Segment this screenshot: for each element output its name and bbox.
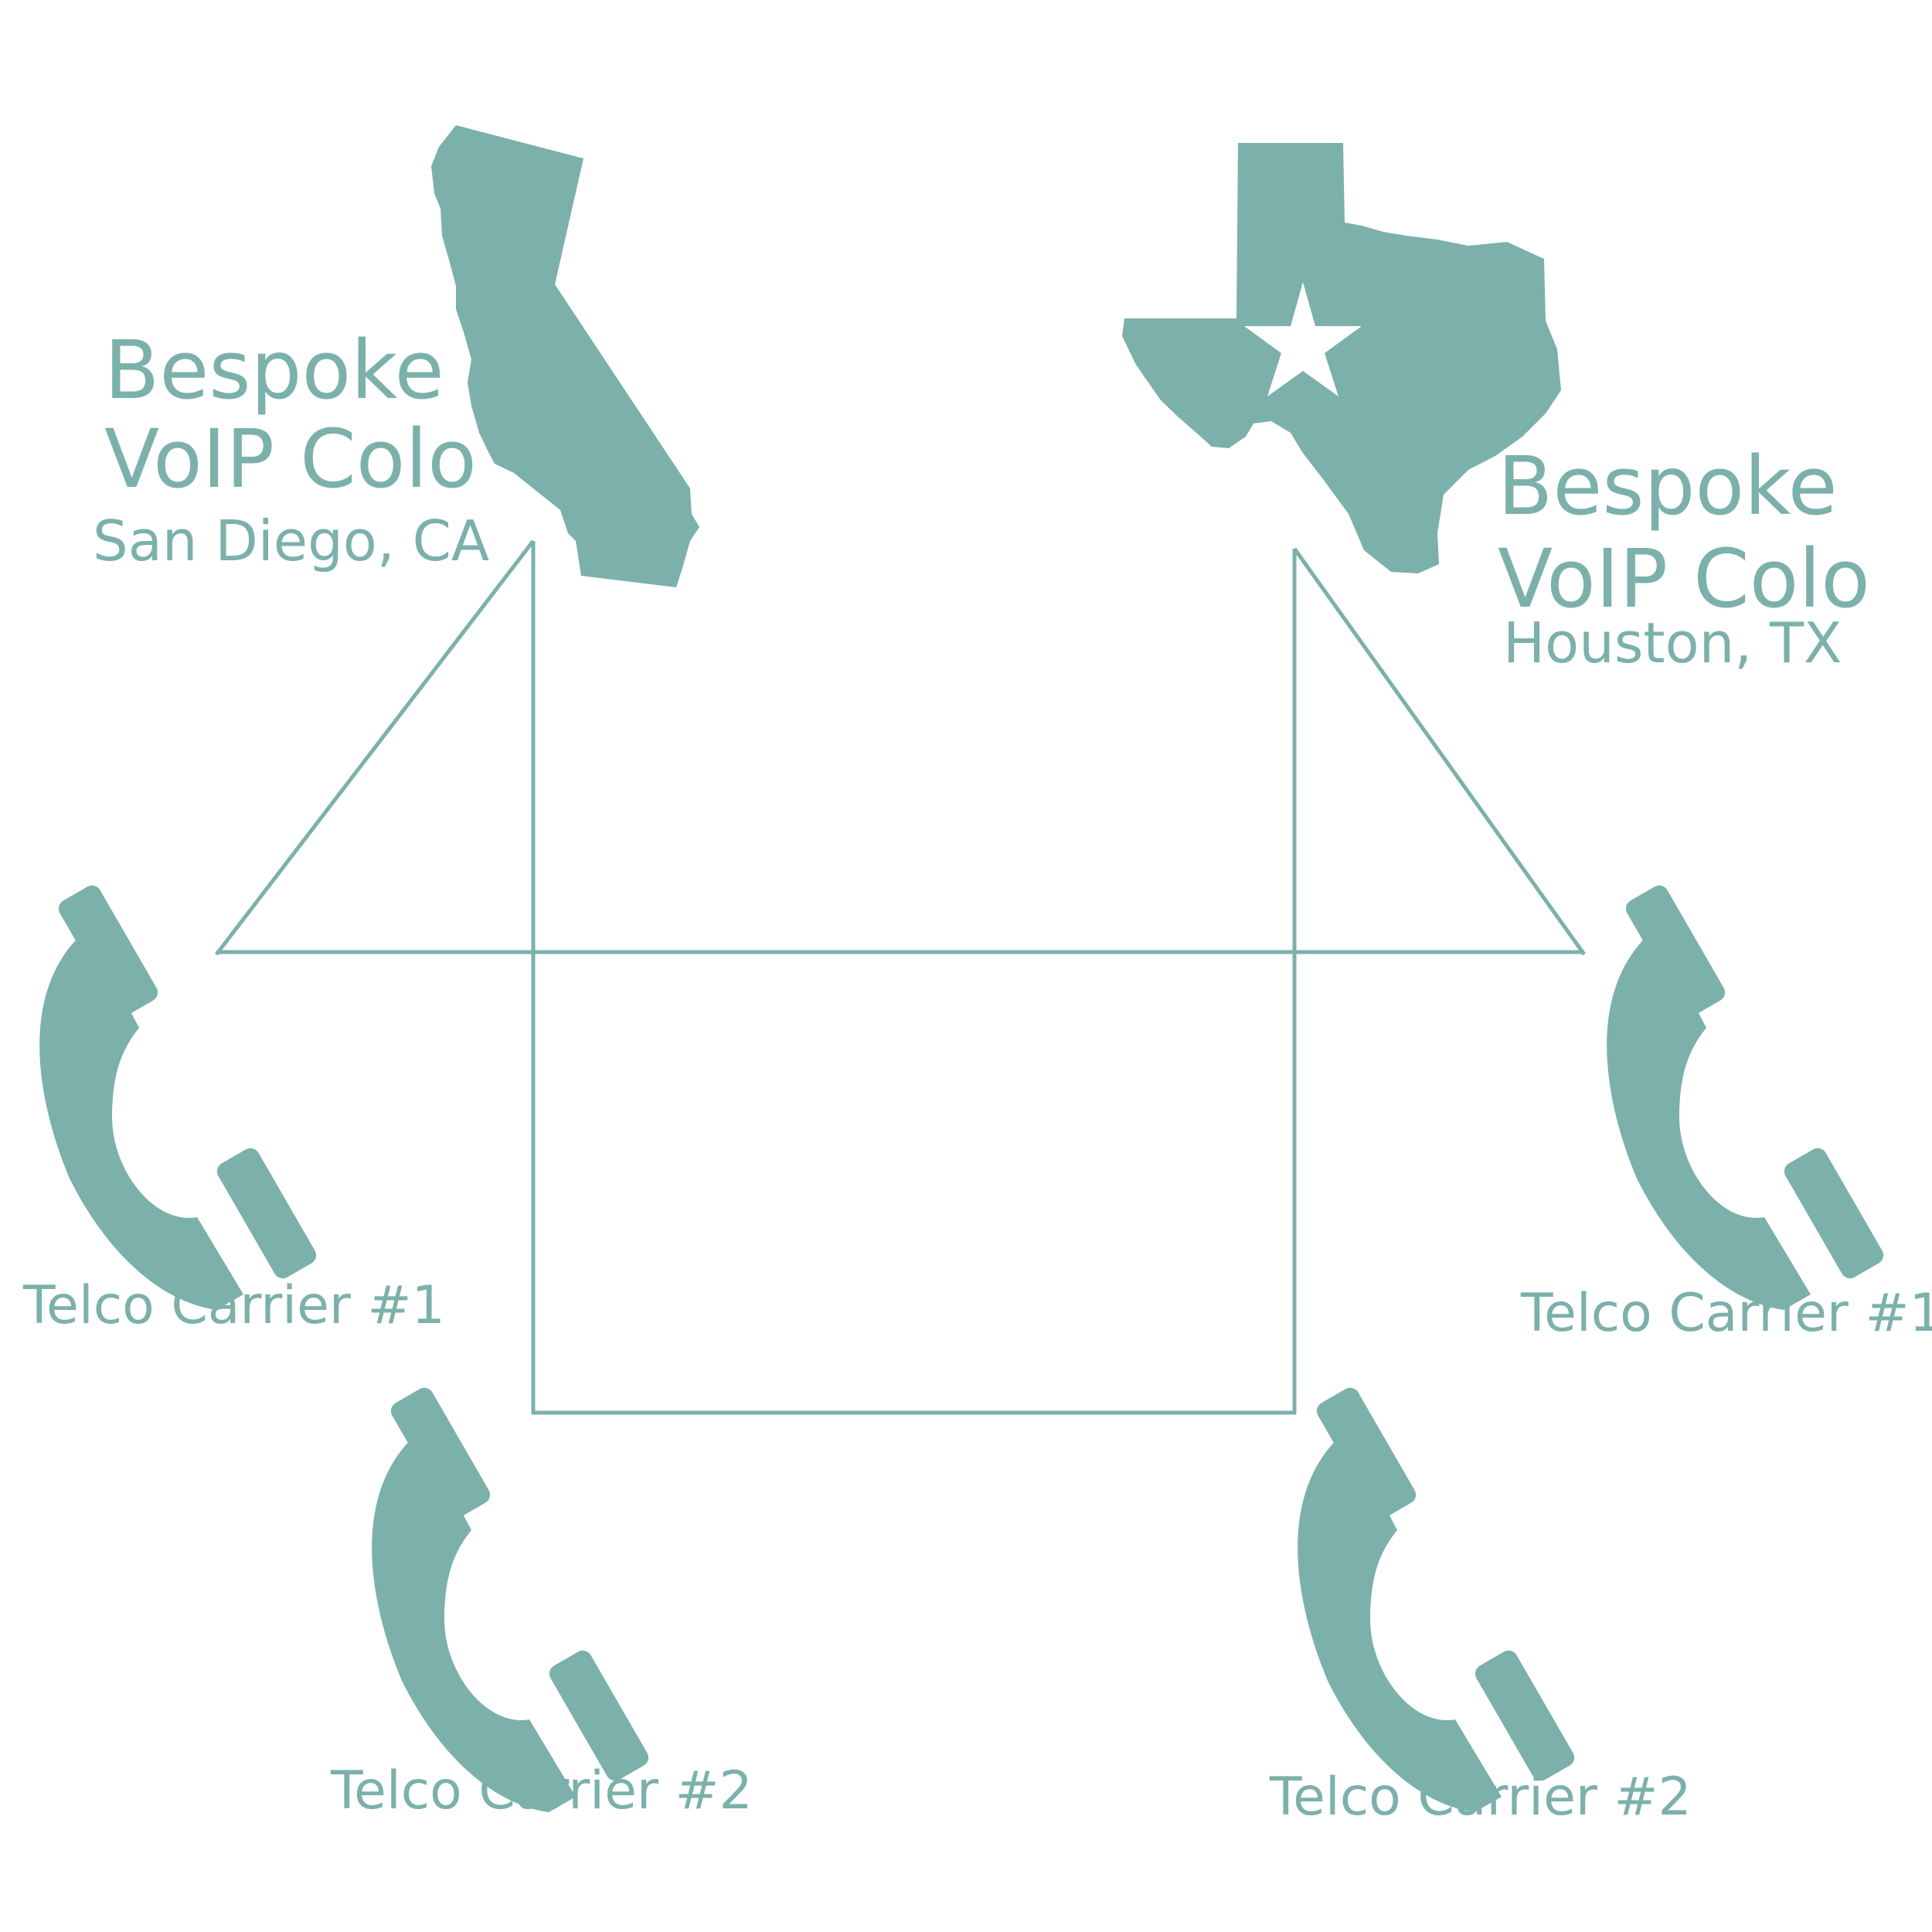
phone-handset-icon: [1298, 1384, 1578, 1812]
phone-handset-icon: [39, 882, 320, 1310]
california-map-icon: [431, 125, 699, 587]
texas-map-icon: [1122, 143, 1561, 573]
west-carrier1-label: Telco Carrier #1: [22, 1275, 445, 1336]
east-carrier1-label: Telco Carrier #1: [1520, 1283, 1932, 1344]
star-icon: [1244, 282, 1362, 396]
west-site-title-line2: VoIP Colo: [104, 412, 477, 506]
east-site-title-line1: Bespoke: [1498, 439, 1838, 533]
connection-lines: [215, 539, 1587, 1415]
east-carrier2-label: Telco Carrier #2: [1269, 1767, 1692, 1828]
west-carrier2-label: Telco Carrier #2: [330, 1760, 753, 1821]
phone-handset-icon: [372, 1384, 652, 1812]
west-site-location: San Diego, CA: [93, 509, 489, 573]
west-site-title-line1: Bespoke: [104, 323, 444, 417]
phone-handset-icon: [1607, 882, 1887, 1310]
east-site-title-line2: VoIP Colo: [1498, 532, 1870, 626]
link-houston-to-east-carrier1: [1292, 547, 1587, 956]
link-sandiego-to-west-carrier1: [215, 539, 535, 956]
east-site-location: Houston, TX: [1503, 611, 1842, 675]
